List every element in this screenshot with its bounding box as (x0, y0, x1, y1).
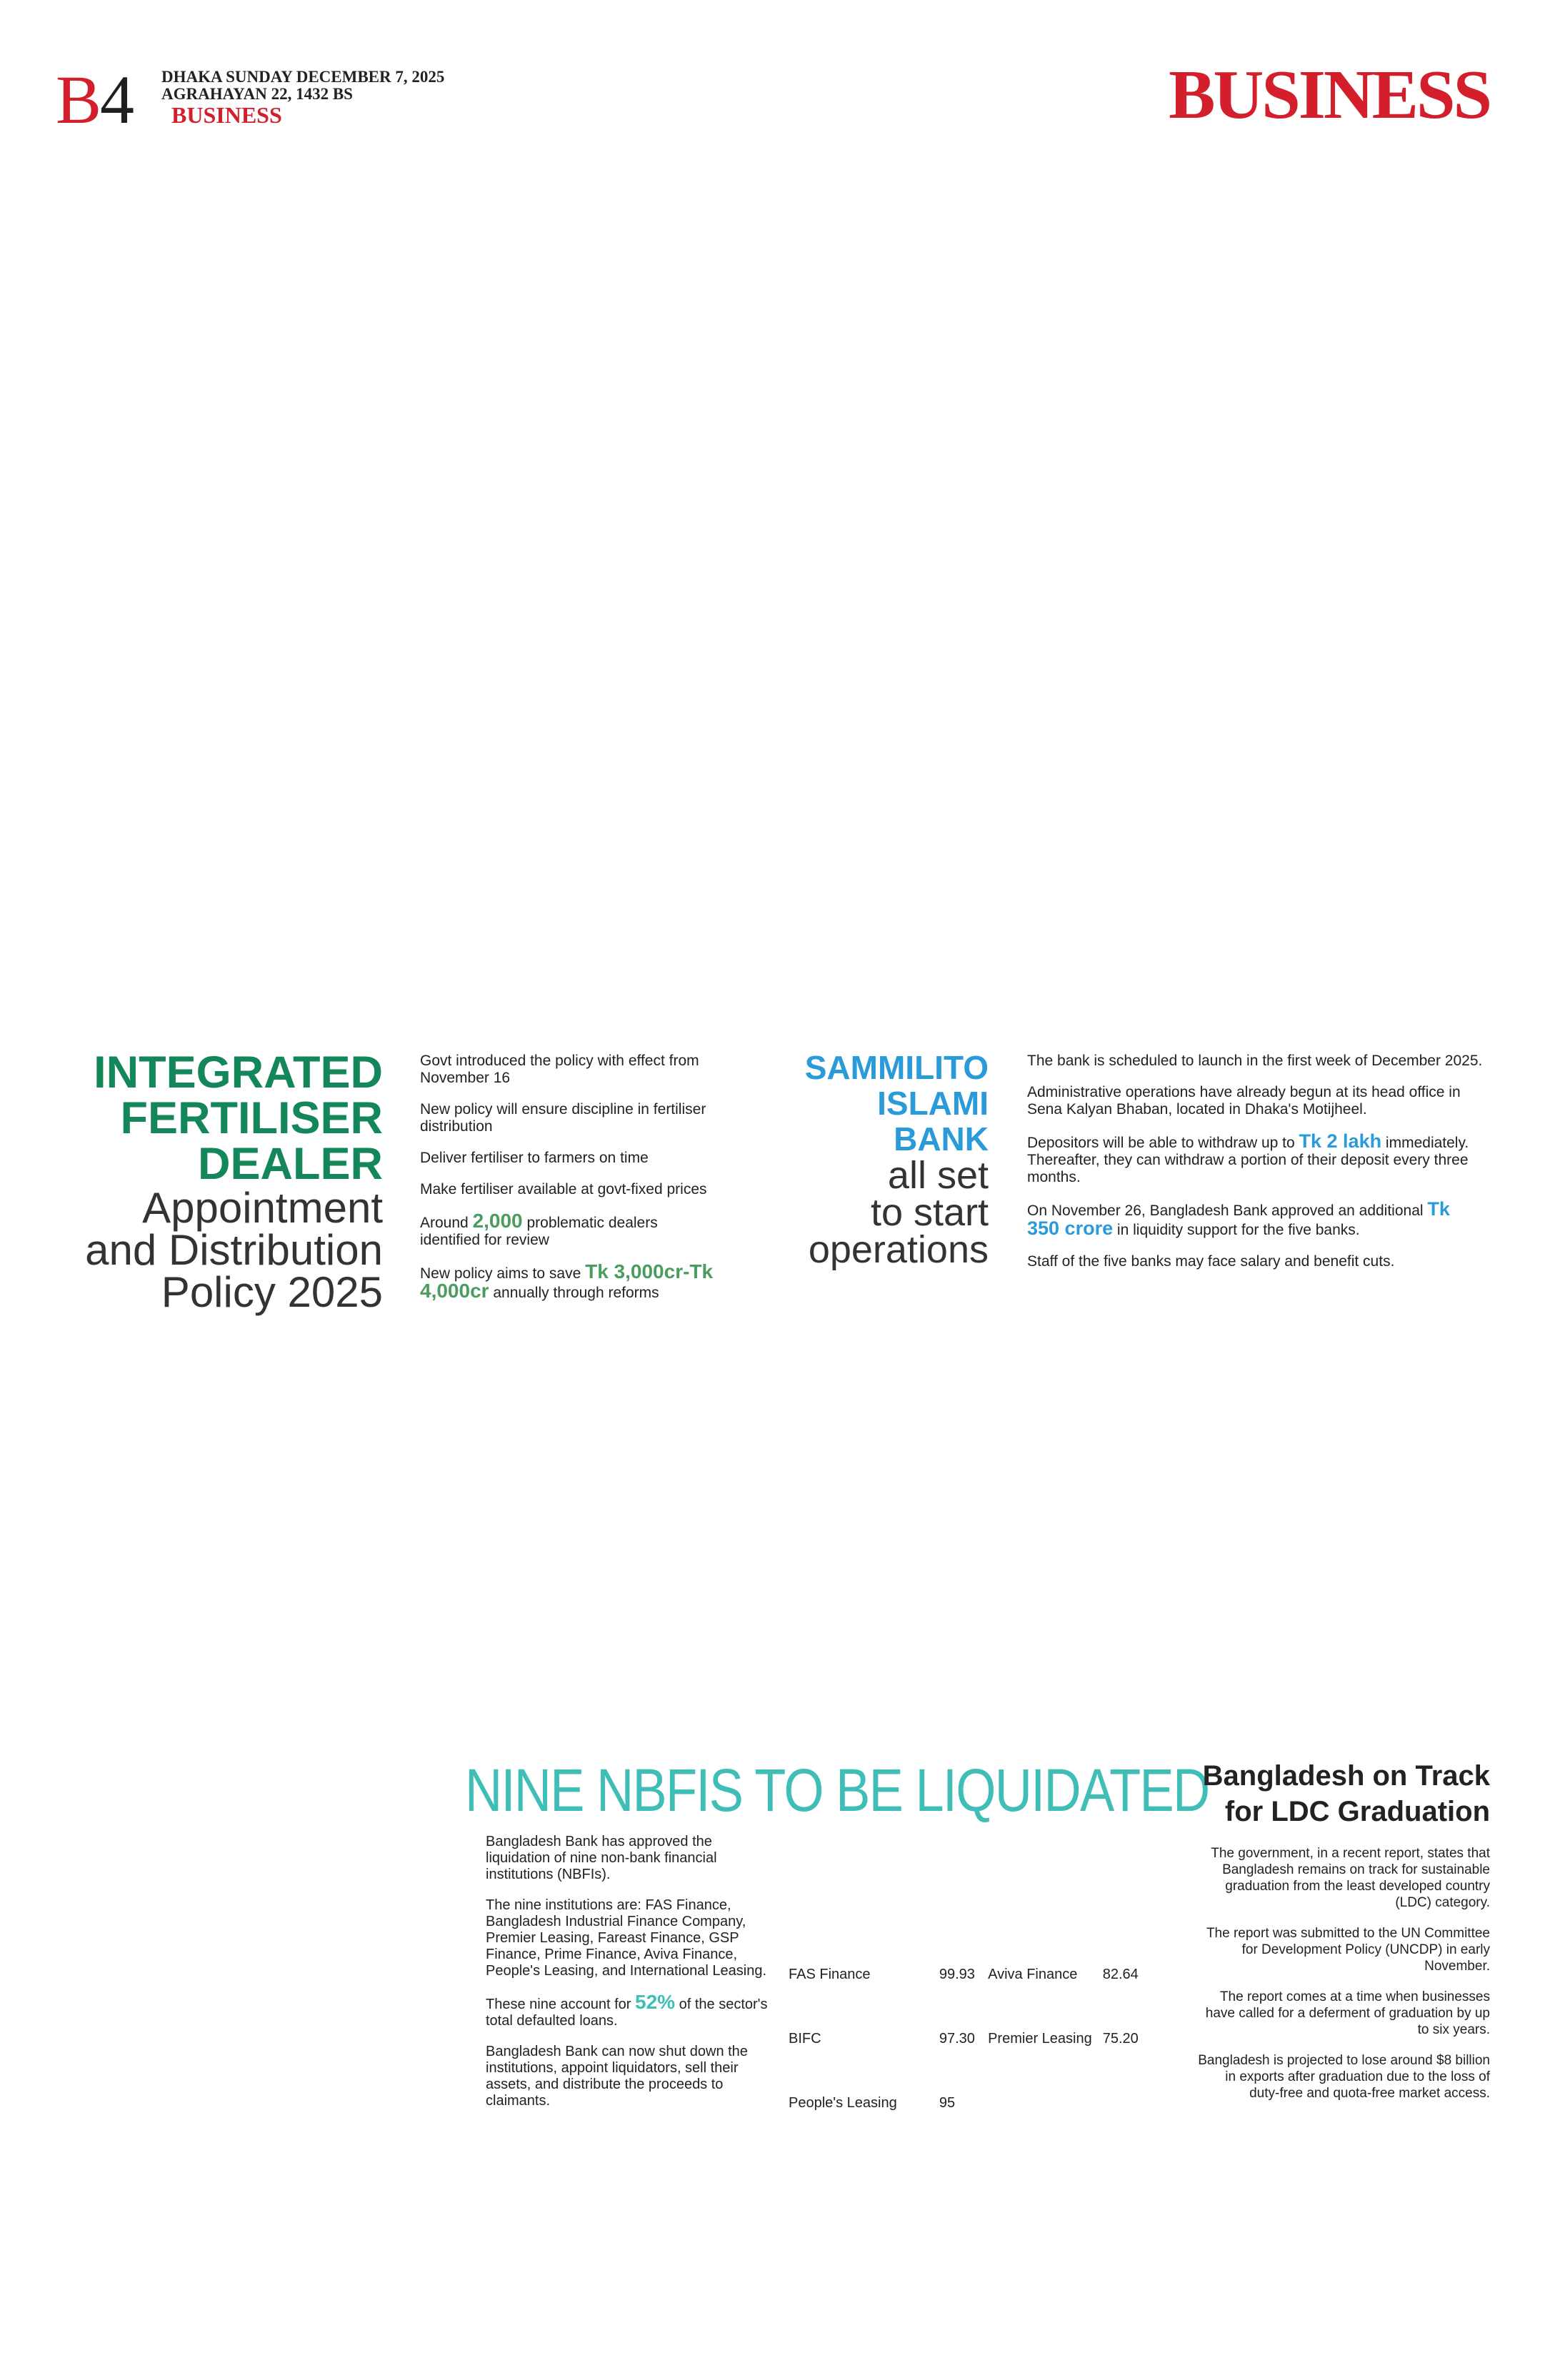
sammilito-point: On November 26, Bangladesh Bank approved… (1027, 1200, 1484, 1239)
page-number-letter: B (56, 61, 101, 138)
date-line-1: DHAKA SUNDAY DECEMBER 7, 2025 (161, 68, 445, 86)
table-cell-value: 82.64 (1102, 1966, 1139, 1982)
fertiliser-point: Around 2,000 problematic dealers identif… (420, 1210, 720, 1249)
savings-highlight: Tk 3,000cr-Tk 4,000cr (420, 1260, 714, 1302)
fertiliser-title-line-1: INTEGRATED (94, 1048, 383, 1098)
sammilito-point: The bank is scheduled to launch in the f… (1027, 1053, 1483, 1069)
table-row: People's Leasing 95 (789, 2071, 1146, 2135)
table-cell-value: 75.20 (1102, 2030, 1139, 2047)
fertiliser-subtitle-line-3: Policy 2025 (161, 1268, 383, 1316)
sammilito-title-line-2: ISLAMI (877, 1085, 989, 1122)
table-row: BIFC 97.30 Premier Leasing 75.20 (789, 2007, 1146, 2071)
section-label: BUSINESS (171, 102, 282, 128)
sammilito-title-line-1: SAMMILITO (804, 1049, 989, 1086)
text-segment: Depositors will be able to withdraw up t… (1027, 1135, 1299, 1151)
page-number-digit: 4 (100, 61, 134, 138)
fertiliser-heading: INTEGRATED FERTILISER DEALER Appointment… (43, 1048, 383, 1316)
nbfi-paragraph: These nine account for 52% of the sector… (486, 1991, 774, 2029)
table-cell-value: 97.30 (939, 2030, 975, 2047)
fertiliser-point: New policy aims to save Tk 3,000cr-Tk 4,… (420, 1260, 720, 1302)
fertiliser-points: Govt introduced the policy with effect f… (420, 1053, 720, 1316)
text-segment: Around (420, 1215, 473, 1231)
table-cell-name: People's Leasing (789, 2094, 897, 2111)
text-segment: immediately. Thereafter, they can withdr… (1027, 1135, 1469, 1185)
ldc-paragraph: The report was submitted to the UN Commi… (1206, 1926, 1490, 1974)
fertiliser-subtitle-line-2: and Distribution (85, 1226, 383, 1274)
text-segment: in liquidity support for the five banks. (1113, 1222, 1360, 1238)
ldc-title-line-1: Bangladesh on Track (1202, 1760, 1490, 1792)
sammilito-title-line-3: BANK (894, 1120, 989, 1158)
nbfi-headline: NINE NBFIS TO BE LIQUIDATED (465, 1757, 1210, 1824)
date-line-2: AGRAHAYAN 22, 1432 BS (161, 85, 353, 103)
sammilito-heading: SAMMILITO ISLAMI BANK all set to start o… (779, 1049, 989, 1271)
table-cell-name: Aviva Finance (988, 1966, 1078, 1982)
nbfi-paragraph: The nine institutions are: FAS Finance, … (486, 1897, 766, 1979)
fertiliser-title-line-2: FERTILISER (120, 1093, 383, 1143)
text-segment: problematic dealers identified for revie… (420, 1215, 658, 1248)
ldc-paragraph: Bangladesh is projected to lose around $… (1198, 2053, 1490, 2101)
ldc-headline: Bangladesh on Track for LDC Graduation (1161, 1758, 1490, 1829)
fertiliser-title-line-3: DEALER (197, 1139, 383, 1189)
fertiliser-subtitle-line-1: Appointment (142, 1184, 383, 1232)
dateline: DHAKA SUNDAY DECEMBER 7, 2025 AGRAHAYAN … (161, 68, 445, 128)
table-row: FAS Finance 99.93 Aviva Finance 82.64 (789, 1942, 1146, 2007)
fertiliser-point: New policy will ensure discipline in fer… (420, 1101, 706, 1135)
default-share-highlight: 52% (635, 1991, 676, 2013)
sammilito-point: Depositors will be able to withdraw up t… (1027, 1130, 1484, 1186)
text-segment: On November 26, Bangladesh Bank approved… (1027, 1202, 1428, 1219)
table-cell-name (988, 2071, 1103, 2135)
table-cell-name: BIFC (789, 2030, 821, 2047)
masthead: BUSINESS (1169, 56, 1492, 134)
ldc-title-line-2: for LDC Graduation (1224, 1796, 1490, 1827)
sammilito-point: Administrative operations have already b… (1027, 1084, 1461, 1118)
sammilito-point: Staff of the five banks may face salary … (1027, 1253, 1395, 1270)
liquidity-highlight: Tk 350 crore (1027, 1198, 1450, 1239)
text-segment: of the sector's total defaulted loans. (486, 1997, 768, 2029)
table-cell-name: FAS Finance (789, 1966, 871, 1982)
fertiliser-point: Make fertiliser available at govt-fixed … (420, 1181, 707, 1197)
nbfi-default-table: FAS Finance 99.93 Aviva Finance 82.64 BI… (789, 1942, 1146, 2135)
ldc-paragraph: The government, in a recent report, stat… (1211, 1846, 1490, 1910)
table-cell-value: 99.93 (939, 1966, 975, 1982)
fertiliser-point: Govt introduced the policy with effect f… (420, 1053, 699, 1086)
text-segment: These nine account for (486, 1997, 636, 2012)
ldc-paragraph: The report comes at a time when business… (1205, 1989, 1490, 2037)
ldc-body: The government, in a recent report, stat… (1197, 1845, 1490, 2116)
table-cell-value: 95 (939, 2094, 956, 2111)
nbfi-body: Bangladesh Bank has approved the liquida… (486, 1834, 774, 2124)
table-cell-value (1103, 2071, 1146, 2135)
sammilito-subtitle-line-2: to start (870, 1191, 989, 1234)
sammilito-subtitle-line-1: all set (887, 1154, 989, 1197)
sammilito-subtitle-line-3: operations (808, 1228, 989, 1271)
page-number: B4 (56, 66, 134, 134)
fertiliser-point: Deliver fertiliser to farmers on time (420, 1150, 649, 1166)
text-segment: annually through reforms (489, 1285, 659, 1301)
table-cell-name: Premier Leasing (988, 2030, 1092, 2047)
withdrawal-highlight: Tk 2 lakh (1299, 1130, 1382, 1152)
dealers-count-highlight: 2,000 (472, 1210, 523, 1232)
text-segment: New policy aims to save (420, 1265, 586, 1282)
sammilito-points: The bank is scheduled to launch in the f… (1027, 1053, 1484, 1285)
nbfi-paragraph: Bangladesh Bank has approved the liquida… (486, 1834, 717, 1882)
nbfi-paragraph: Bangladesh Bank can now shut down the in… (486, 2044, 748, 2109)
